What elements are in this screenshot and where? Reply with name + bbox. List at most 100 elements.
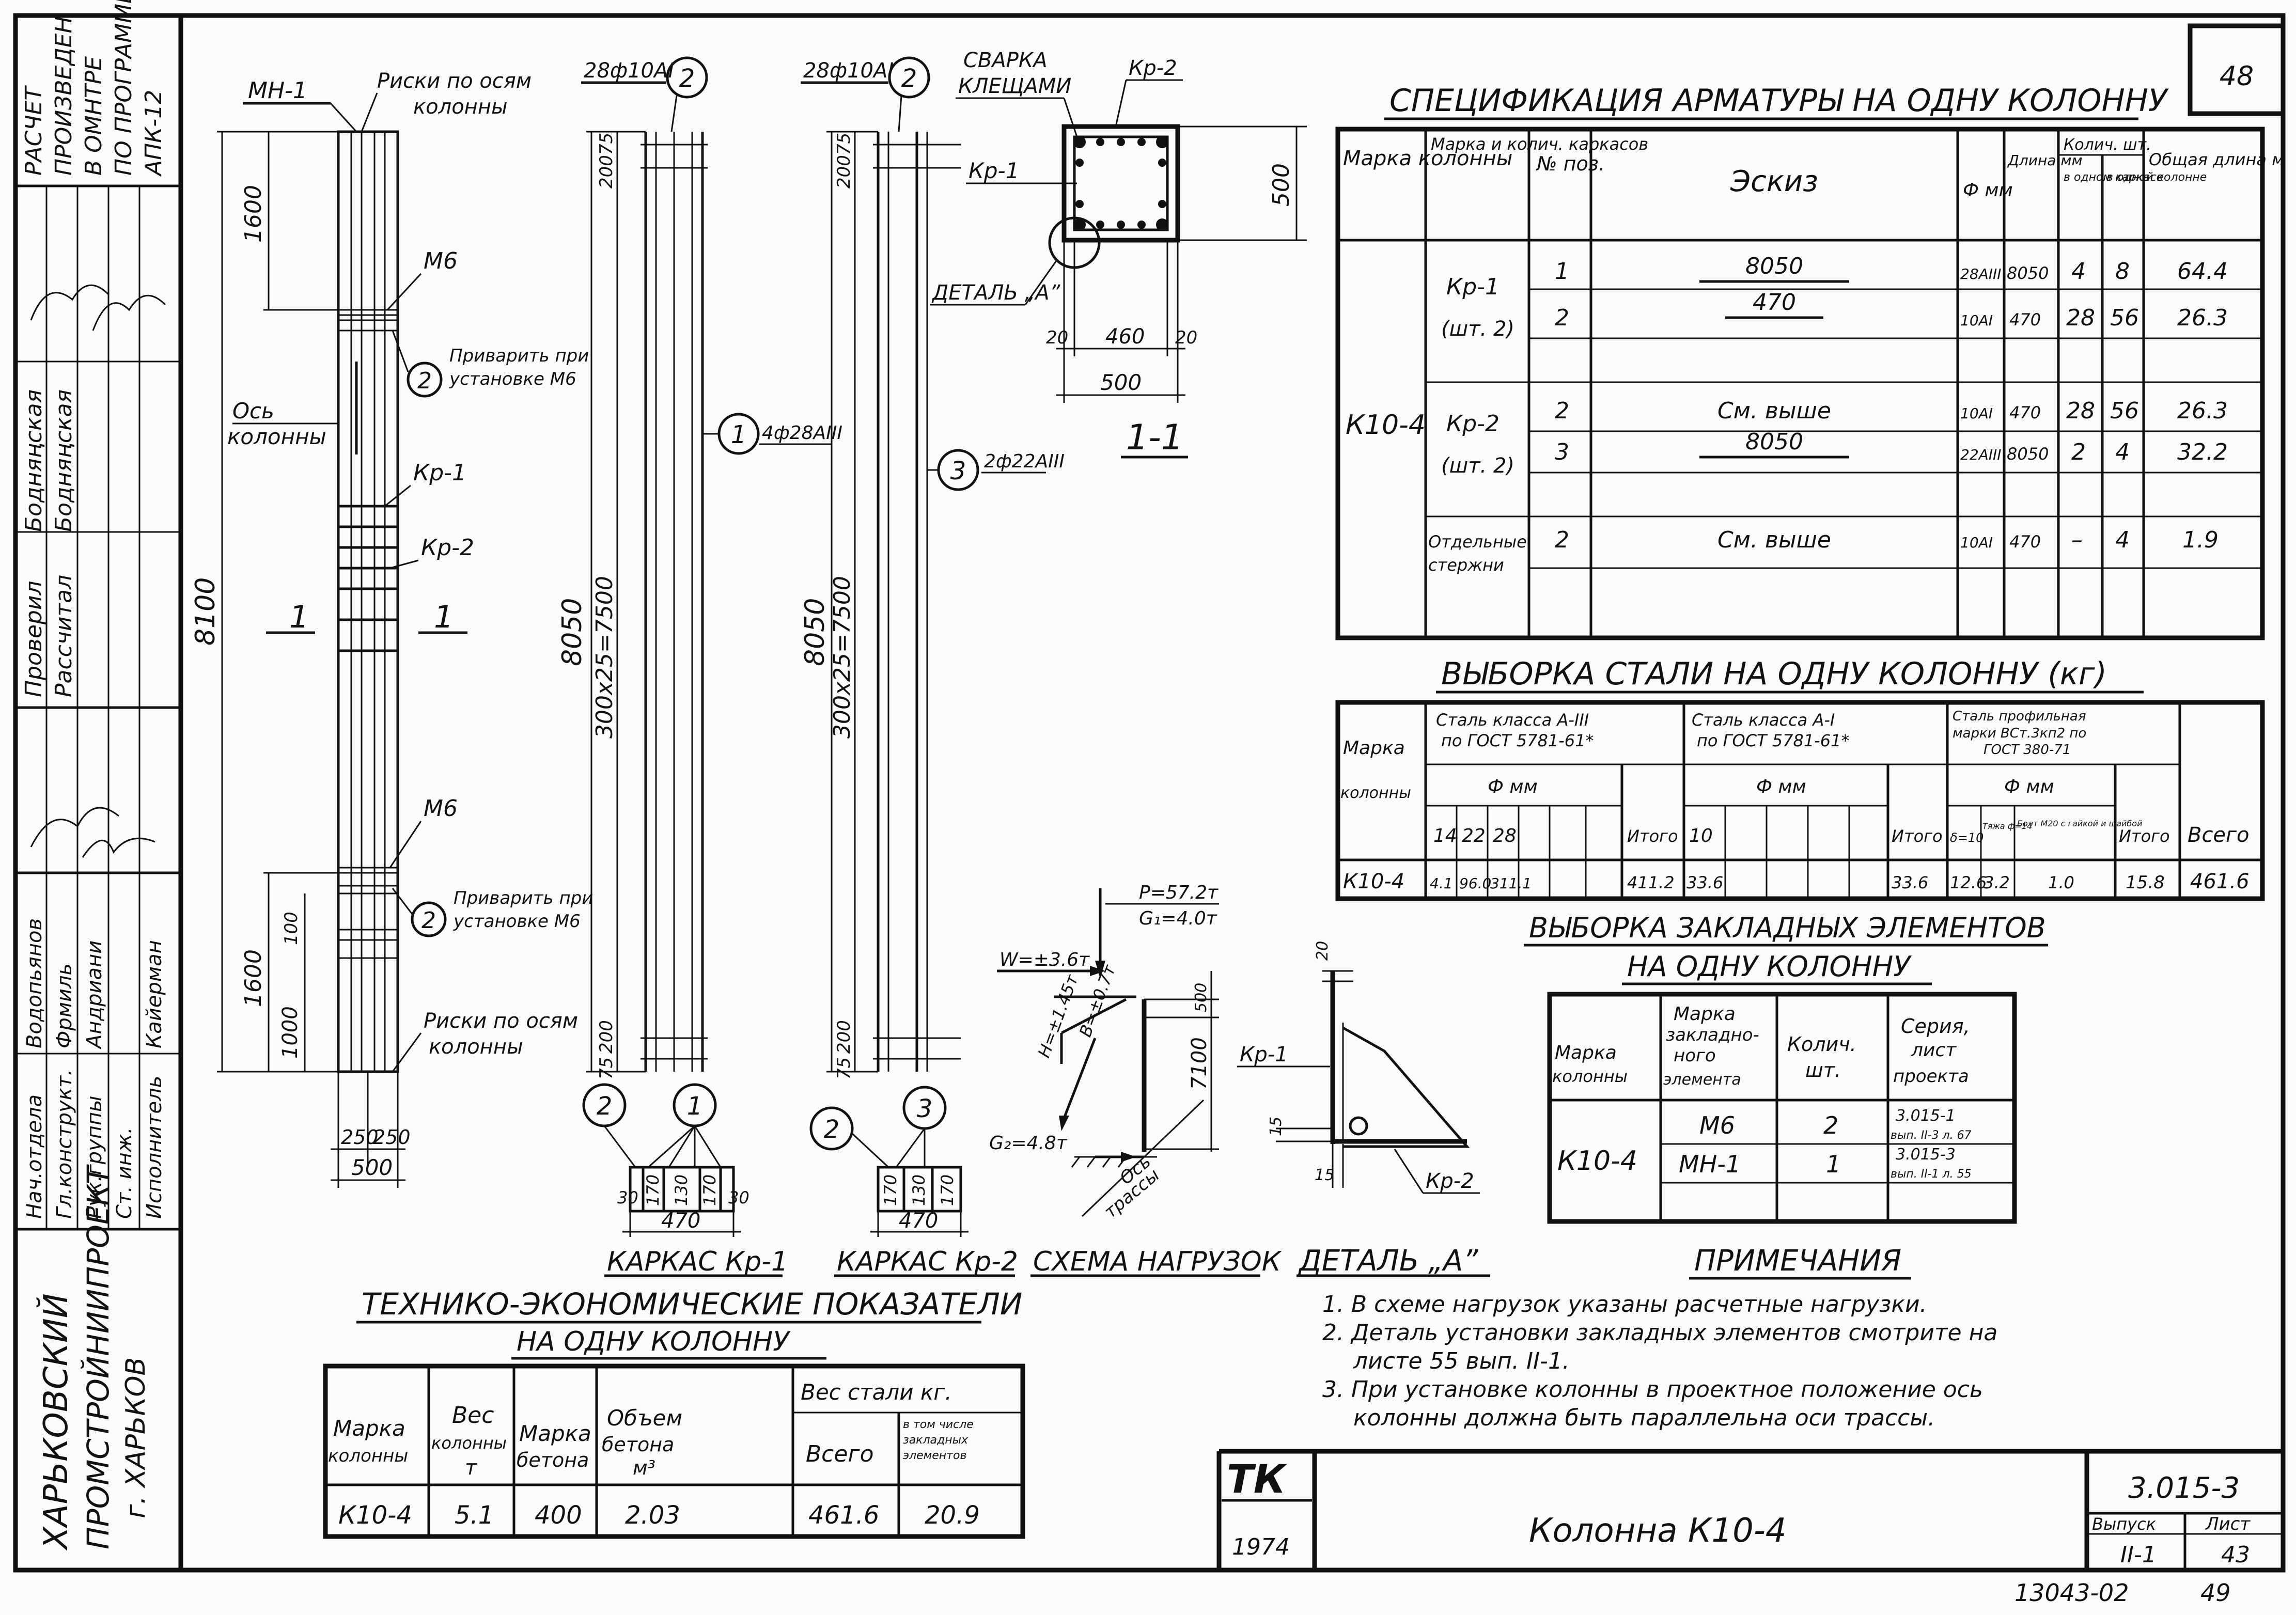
svg-text:2: 2 [1555, 305, 1569, 331]
signature-1 [30, 807, 119, 848]
mh1-label: МН-1 [248, 77, 307, 104]
steel-h-g3-2: марки ВСт.3кп2 по [1953, 726, 2086, 741]
svg-text:130: 130 [671, 1174, 691, 1206]
spec-title: СПЕЦИФИКАЦИЯ АРМАТУРЫ НА ОДНУ КОЛОННУ [1389, 83, 2169, 119]
svg-text:2: 2 [1823, 1111, 1838, 1139]
svg-text:См. выше: См. выше [1717, 398, 1831, 424]
title-block: ТК 1974 Колонна К10-4 3.015-3 Выпуск II-… [1216, 1449, 2283, 1570]
svg-text:28: 28 [1493, 825, 1517, 846]
sec-detail-label: ДЕТАЛЬ „А” [931, 281, 1060, 305]
name-checked: Бодняңская [21, 389, 47, 532]
svg-text:64.4: 64.4 [2177, 258, 2228, 285]
svg-text:4: 4 [2115, 439, 2130, 465]
svg-text:56: 56 [2110, 305, 2139, 331]
detail-dim-15b: 15 [1315, 1166, 1334, 1184]
spec-h-cage: Марка и колич. каркасов [1431, 134, 1648, 154]
bubble-2-bottom [411, 901, 447, 937]
steel-h-g2-1: Сталь класса А-I [1692, 710, 1835, 730]
svg-text:8: 8 [2115, 258, 2130, 285]
kp1-dim-470: 470 [661, 1209, 700, 1233]
spec-column-mark: К10-4 [1346, 410, 1426, 441]
svg-text:1: 1 [1826, 1150, 1841, 1178]
spec-h-pos: № поз. [1536, 152, 1605, 175]
load-dim-500: 500 [1192, 983, 1210, 1012]
svg-text:10: 10 [1689, 825, 1713, 846]
name-head: Водопьянов [23, 918, 46, 1048]
weld-top-1: Приварить при [449, 346, 589, 366]
spec-h-length: Длина мм [2007, 152, 2083, 169]
emb-h-2d: элемента [1663, 1071, 1741, 1089]
svg-text:Болт М20 с гайкой и шайбой: Болт М20 с гайкой и шайбой [2017, 819, 2142, 828]
kp2-dim-8050: 8050 [800, 598, 831, 666]
sec-dim-460: 460 [1105, 325, 1145, 349]
column-elevation: МН-1 Риски по осям колонны М6 2 Приварит… [190, 69, 593, 1188]
svg-text:ХАРЬКОВСКИЙ: ХАРЬКОВСКИЙ [36, 1293, 75, 1551]
svg-text:1: 1 [687, 1092, 703, 1121]
svg-text:3: 3 [917, 1094, 933, 1123]
detail-kp2: Кр-2 [1426, 1169, 1474, 1193]
kp1-dim-8050: 8050 [557, 598, 588, 666]
bubble-2-top [407, 362, 443, 398]
kp1-mid-label: 4ф28АIII [762, 422, 842, 444]
svg-text:28: 28 [2066, 305, 2095, 331]
emb-h-1a: Марка [1555, 1042, 1617, 1063]
svg-text:470: 470 [2009, 403, 2041, 422]
svg-text:К10-4: К10-4 [1343, 870, 1404, 893]
signature-3 [30, 284, 110, 321]
tep-row: К10-4 5.1 400 2.03 461.6 20.9 [338, 1501, 980, 1530]
tep-table: ТЕХНИКО-ЭКОНОМИЧЕСКИЕ ПОКАЗАТЕЛИ НА ОДНУ… [323, 1287, 1025, 1539]
svg-text:130: 130 [909, 1174, 929, 1206]
svg-text:170: 170 [881, 1174, 900, 1206]
svg-text:2: 2 [421, 907, 436, 934]
tep-h-7c: элементов [903, 1449, 966, 1462]
m6-top: М6 [424, 248, 458, 274]
svg-text:8050: 8050 [1745, 253, 1803, 279]
spec-g2-cage: Кр-2 [1446, 411, 1500, 437]
stamp-title: Колонна К10-4 [1529, 1512, 1787, 1550]
sec-dim-20b: 20 [1175, 327, 1197, 348]
svg-text:В ОМНТРЕ: В ОМНТРЕ [81, 56, 107, 176]
note-1: 1. В схеме нагрузок указаны расчетные на… [1322, 1291, 1927, 1318]
svg-text:1.9: 1.9 [2182, 527, 2219, 553]
emb-row: МН-1 1 3.015-3 вып. II-1 л. 55 [1679, 1146, 1972, 1181]
section-mark-right: 1 [434, 599, 454, 635]
steel-h-vsego: Всего [2188, 823, 2250, 847]
name-group: Андриани [83, 940, 106, 1050]
svg-text:170: 170 [643, 1174, 663, 1206]
detail-kp1: Кр-1 [1240, 1043, 1288, 1067]
spec-g1-qty: (шт. 2) [1441, 317, 1514, 341]
svg-text:2: 2 [1555, 527, 1569, 553]
svg-text:30: 30 [617, 1188, 638, 1208]
cage-kp1: 28ф10АI 2 1 4ф28АIII 8050 300x25=7500 75… [557, 56, 842, 1277]
name-calculated: Бодняңская [51, 389, 77, 532]
svg-text:3: 3 [1555, 439, 1569, 465]
emb-h-2a: Марка [1674, 1004, 1736, 1025]
svg-text:170: 170 [938, 1174, 957, 1206]
tep-h-7b: закладных [903, 1434, 969, 1447]
kp2-dim-75-bottom: 75 [834, 1057, 854, 1079]
kp1-bar-label: 28ф10АI [584, 59, 674, 83]
svg-text:33.6: 33.6 [1686, 873, 1723, 892]
emb-h-1b: колонны [1552, 1067, 1628, 1086]
emb-column-mark: К10-4 [1557, 1146, 1637, 1177]
detail-dim-20: 20 [1314, 941, 1332, 961]
svg-text:вып. II-1 л. 55: вып. II-1 л. 55 [1891, 1168, 1972, 1181]
tep-h-5: Вес стали кг. [801, 1379, 952, 1405]
embedded-table: ВЫБОРКА ЗАКЛАДНЫХ ЭЛЕМЕНТОВ НА ОДНУ КОЛО… [1524, 912, 2048, 1224]
emb-h-2b: закладно- [1666, 1025, 1759, 1045]
svg-text:δ=10: δ=10 [1950, 830, 1983, 845]
tep-title-1: ТЕХНИКО-ЭКОНОМИЧЕСКИЕ ПОКАЗАТЕЛИ [362, 1287, 1022, 1322]
svg-text:1.0: 1.0 [2048, 873, 2074, 892]
svg-text:411.2: 411.2 [1627, 873, 1675, 892]
svg-text:3.2: 3.2 [1983, 873, 2010, 892]
spec-g3-cage: Отдельные [1428, 532, 1527, 552]
svg-text:М6: М6 [1699, 1111, 1735, 1139]
svg-text:8050: 8050 [1745, 429, 1803, 455]
svg-text:АПК-12: АПК-12 [140, 90, 167, 177]
load-w: W=±3.6т [999, 949, 1090, 970]
note-3b: колонны должна быть параллельна оси трас… [1353, 1405, 1935, 1431]
emb-h-4a: Серия, [1901, 1015, 1970, 1038]
svg-text:2: 2 [597, 1092, 613, 1121]
kp2-bar-label: 28ф10АI [803, 59, 894, 83]
svg-text:56: 56 [2110, 398, 2139, 424]
